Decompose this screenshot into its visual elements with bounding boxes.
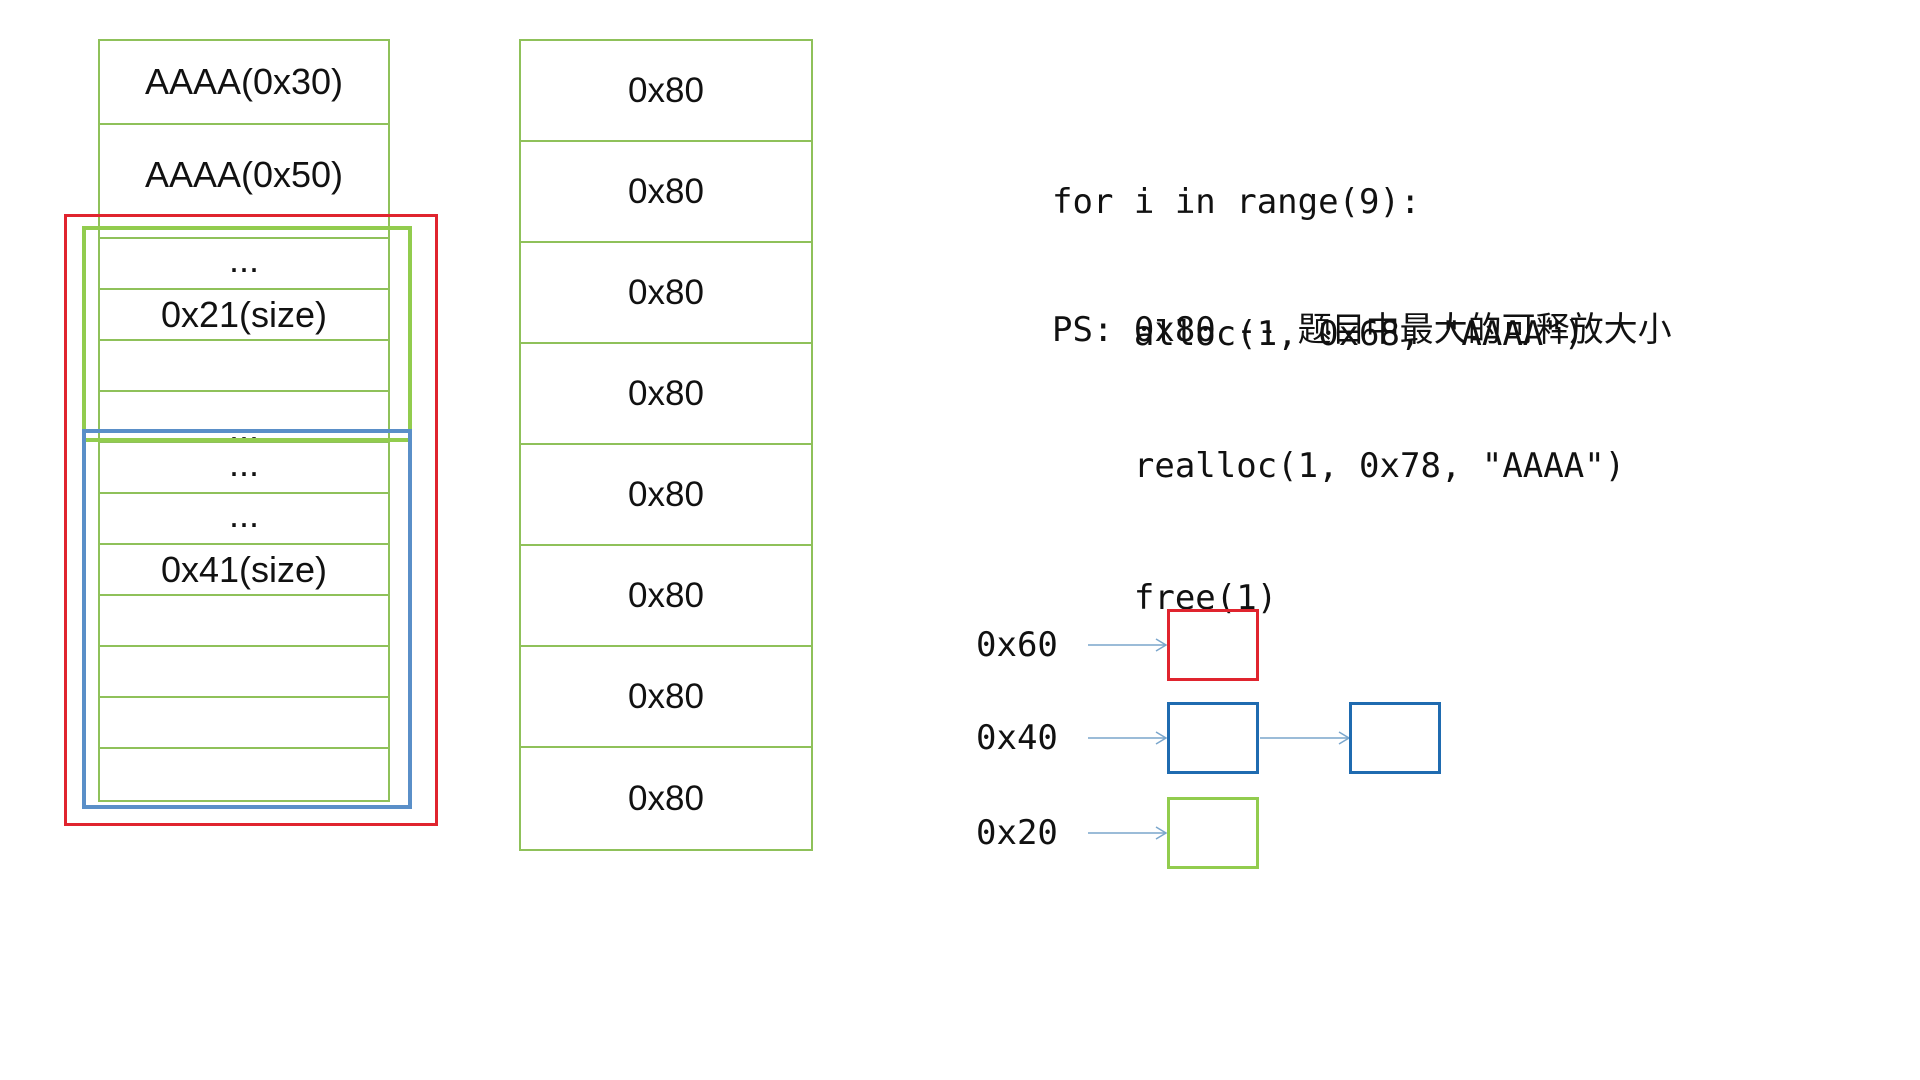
tcache-0x80-column: 0x80 0x80 0x80 0x80 0x80 0x80 0x80 0x80 <box>519 39 813 851</box>
heap-row-1: AAAA(0x50) <box>100 125 388 239</box>
code-line: free(1) <box>1052 578 1278 618</box>
heap-row-7: ... <box>100 494 388 545</box>
heap-row-label: 0x21(size) <box>160 293 328 335</box>
tcache-entry: 0x80 <box>521 344 811 445</box>
tcache-entry: 0x80 <box>521 243 811 344</box>
overlapping-chunk-green-outline <box>82 226 412 442</box>
heap-row-9 <box>100 596 388 647</box>
bin-label-0x60: 0x60 <box>976 625 1058 665</box>
overlapping-chunk-blue-outline <box>82 429 412 809</box>
heap-row-label: AAAA(0x30) <box>144 61 344 102</box>
heap-row-2: ... <box>100 239 388 290</box>
heap-memory-column: AAAA(0x30) AAAA(0x50) ... 0x21(size) ...… <box>98 39 390 802</box>
heap-row-4 <box>100 341 388 392</box>
heap-row-3: 0x21(size) <box>100 290 388 341</box>
code-line: alloc(1, 0x68, "AAAA") <box>1052 314 1585 354</box>
overlapping-chunk-red-outline <box>64 214 438 826</box>
heap-row-label: ... <box>228 442 259 484</box>
tcache-entry: 0x80 <box>521 546 811 647</box>
freed-chunk-0x60 <box>1167 609 1259 681</box>
code-line: realloc(1, 0x78, "AAAA") <box>1052 446 1626 486</box>
heap-row-label: 0x41(size) <box>160 548 328 590</box>
tcache-entry: 0x80 <box>521 445 811 546</box>
tcache-entry: 0x80 <box>521 647 811 748</box>
heap-row-11 <box>100 698 388 749</box>
code-line: for i in range(9): <box>1052 182 1421 222</box>
heap-row-10 <box>100 647 388 698</box>
code-snippet: for i in range(9): alloc(1, 0x68, "AAAA"… <box>1052 92 1625 664</box>
heap-row-label: ... <box>228 493 259 535</box>
ps-note: PS: 0x80 -- 题目中最大的可释放大小 <box>1052 310 1672 350</box>
freed-chunk-0x40-a <box>1167 702 1259 774</box>
heap-row-0: AAAA(0x30) <box>100 41 388 125</box>
heap-row-6: ... <box>100 443 388 494</box>
tcache-entry: 0x80 <box>521 142 811 243</box>
heap-row-8: 0x41(size) <box>100 545 388 596</box>
bin-label-0x40: 0x40 <box>976 718 1058 758</box>
heap-row-label: ... <box>228 238 259 280</box>
bin-label-0x20: 0x20 <box>976 813 1058 853</box>
tcache-entry: 0x80 <box>521 41 811 142</box>
heap-row-label: AAAA(0x50) <box>144 154 344 195</box>
freed-chunk-0x20 <box>1167 797 1259 869</box>
tcache-entry: 0x80 <box>628 778 704 818</box>
freed-chunk-0x40-b <box>1349 702 1441 774</box>
